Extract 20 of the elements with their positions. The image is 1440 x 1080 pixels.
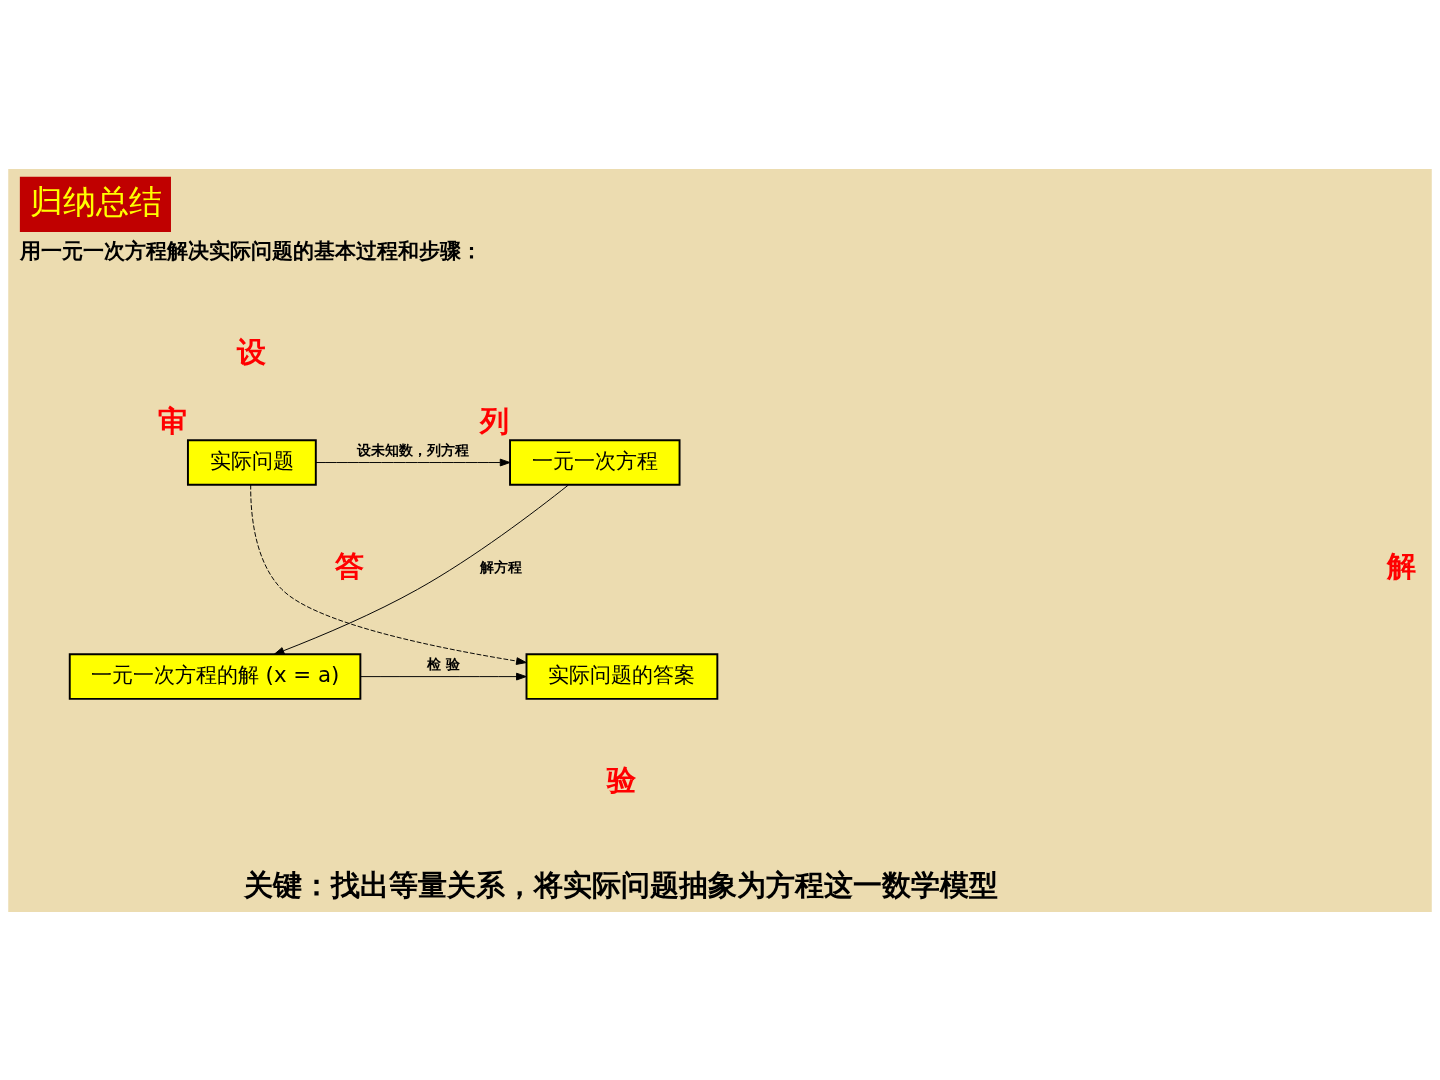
label: 验	[606, 762, 636, 797]
label: 答	[334, 548, 364, 583]
arrow	[360, 672, 527, 680]
node-box: 实际问题	[186, 438, 317, 486]
arrow	[315, 458, 511, 466]
node-label: 审	[157, 403, 187, 438]
node-label: 列	[480, 403, 509, 438]
edge-label: 检 验	[426, 655, 460, 672]
arrow	[250, 483, 527, 665]
edge-label: 设未知数，列方程	[357, 441, 470, 458]
label: 关键：找出等量关系，将实际问题抽象为方程这一数学模型	[243, 867, 998, 902]
edge-label: 解方程	[479, 558, 522, 575]
arrow	[273, 484, 569, 655]
label: 设	[236, 334, 266, 369]
node-box: 一元一次方程的解 (x = a)	[68, 652, 362, 700]
node-box: 实际问题的答案	[525, 652, 719, 700]
diagram-title: 归纳总结	[29, 181, 162, 221]
node-box: 一元一次方程	[509, 438, 681, 486]
label: 用一元一次方程解决实际问题的基本过程和步骤：	[19, 237, 482, 263]
label: 解	[1386, 548, 1416, 583]
